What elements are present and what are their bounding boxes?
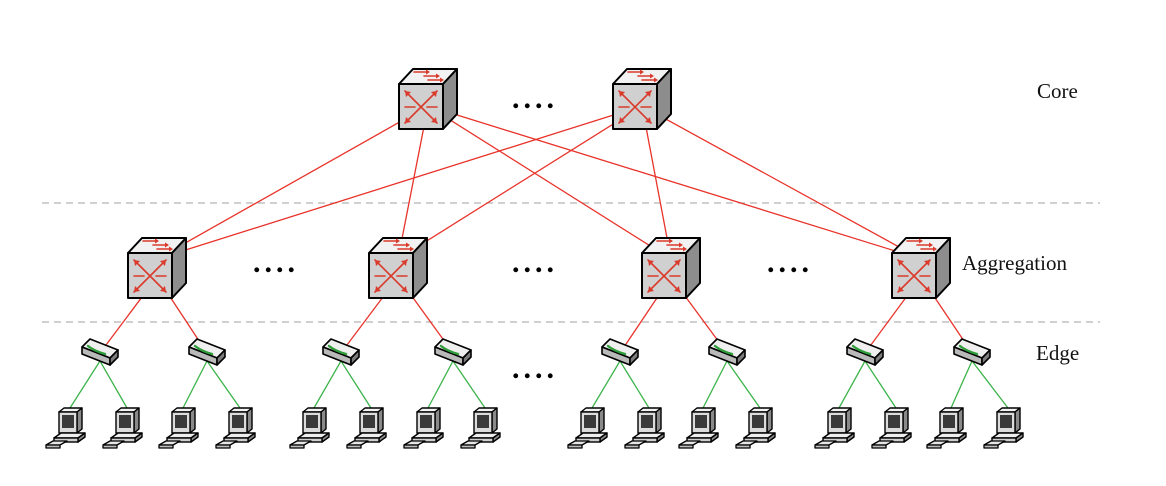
host-6-1 [678, 407, 719, 449]
link-core1-agg1 [156, 105, 429, 260]
aggregation-switch-1 [127, 237, 187, 299]
host-8-1 [926, 407, 967, 449]
core-tier-label: Core [1037, 79, 1078, 103]
link-edge8-host1 [950, 360, 973, 409]
ellipsis-4: .... [767, 246, 813, 279]
edge-switch-4 [433, 337, 473, 367]
link-core2-agg3 [641, 105, 672, 260]
link-edge5-host1 [591, 360, 621, 409]
edge-switch-6 [707, 337, 747, 367]
link-edge7-host1 [838, 360, 866, 409]
link-edge1-host2 [99, 360, 128, 409]
link-edge4-host1 [427, 360, 454, 409]
link-edge2-host1 [182, 360, 208, 409]
core-switch-1 [398, 68, 458, 130]
link-edge6-host2 [726, 360, 761, 409]
link-edge7-host2 [864, 360, 897, 409]
host-1-2 [102, 407, 143, 449]
host-5-1 [567, 407, 608, 449]
ellipsis-1: .... [512, 82, 558, 115]
link-core2-agg4 [641, 105, 922, 260]
host-7-1 [814, 407, 855, 449]
edge-switch-1 [80, 337, 120, 367]
edge-switch-3 [321, 337, 361, 367]
link-core1-agg3 [427, 105, 672, 260]
link-edge8-host2 [971, 360, 1009, 409]
host-3-2 [346, 407, 387, 449]
edge-switch-8 [952, 337, 992, 367]
edge-switch-5 [600, 337, 640, 367]
aggregation-tier-label: Aggregation [962, 251, 1067, 275]
link-core1-agg2 [397, 105, 429, 260]
link-edge6-host1 [702, 360, 728, 409]
link-edge3-host2 [340, 360, 372, 409]
host-5-2 [624, 407, 665, 449]
link-core2-agg2 [397, 105, 643, 260]
host-2-1 [158, 407, 199, 449]
link-edge5-host2 [619, 360, 650, 409]
edge-switch-2 [187, 337, 227, 367]
host-1-1 [45, 407, 86, 449]
host-4-2 [460, 407, 501, 449]
ellipsis-3: .... [512, 246, 558, 279]
host-8-2 [983, 407, 1024, 449]
core-switch-2 [612, 68, 672, 130]
ellipsis-2: .... [253, 246, 299, 279]
link-edge1-host1 [69, 360, 101, 409]
host-7-2 [871, 407, 912, 449]
host-4-1 [403, 407, 444, 449]
aggregation-switch-2 [368, 237, 428, 299]
link-core1-agg4 [427, 105, 922, 260]
link-core2-agg1 [156, 105, 643, 260]
edge-tier-label: Edge [1036, 341, 1080, 365]
host-2-2 [215, 407, 256, 449]
link-edge2-host2 [206, 360, 241, 409]
aggregation-switch-4 [891, 237, 951, 299]
host-3-1 [289, 407, 330, 449]
edge-switch-7 [845, 337, 885, 367]
host-6-2 [735, 407, 776, 449]
link-edge4-host2 [452, 360, 486, 409]
aggregation-switch-3 [641, 237, 701, 299]
ellipsis-5: .... [512, 352, 558, 385]
link-edge3-host1 [313, 360, 342, 409]
